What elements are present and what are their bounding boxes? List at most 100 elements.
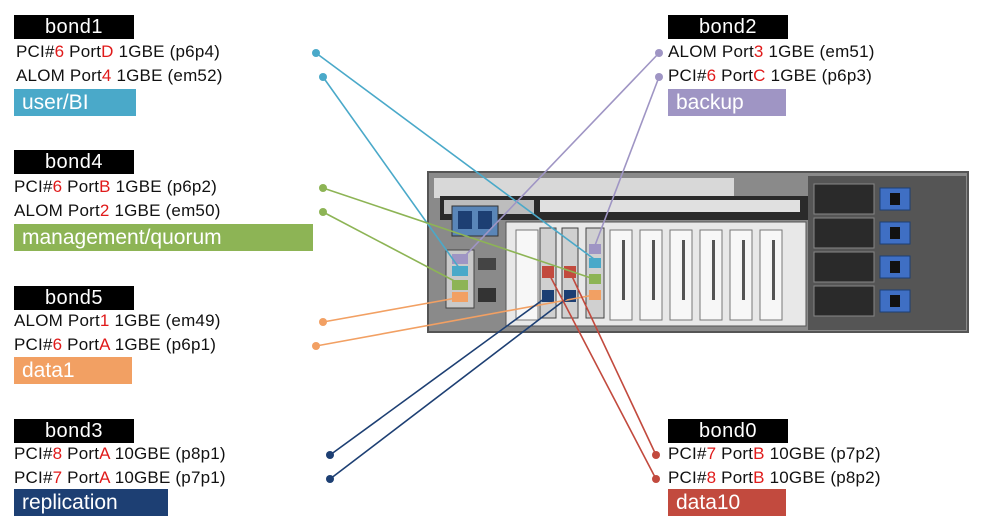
port-text-pre: ALOM Port [668,42,754,61]
port-text-n1: 2 [99,201,110,220]
bond5-wire-dot-1 [319,318,327,326]
bond4-wire-2 [322,211,463,286]
port-text-n2: B [753,468,765,487]
bond1-title: bond1 [14,15,134,39]
bond0-wire-dot-1 [652,451,660,459]
bond5-wire-1 [322,296,463,323]
port-text-n1: 8 [706,468,717,487]
port-text-post: 1GBE (em49) [109,311,221,330]
bond5-wire-2 [315,294,595,347]
bond2-port-2: PCI#6 PortC 1GBE (p6p3) [668,66,872,86]
bond3-wire-dot-2 [326,475,334,483]
bond3-wire-2 [329,295,571,480]
port-text-n2: A [99,468,110,487]
port-text-n1: 6 [706,66,717,85]
port-text-pre: ALOM Port [14,201,100,220]
bond1-port-1: PCI#6 PortD 1GBE (p6p4) [16,42,220,62]
bond0-wire-1 [569,271,657,456]
port-text-n1: 1 [99,311,110,330]
bond2-title: bond2 [668,15,788,39]
port-text-mid: Port [716,468,754,487]
port-text-n1: 4 [101,66,112,85]
vga-serial-ports [451,205,499,237]
bond3-title: bond3 [14,419,134,443]
bond3-role-badge: replication [14,489,168,516]
port-text-pre: ALOM Port [14,311,100,330]
port-text-post: 1GBE (em51) [763,42,875,61]
bond5-wire-dot-2 [312,342,320,350]
port-text-pre: PCI# [668,444,707,463]
port-text-n2: B [753,444,765,463]
port-text-n2: A [99,444,110,463]
port-text-n1: 8 [52,444,63,463]
port-text-post: 1GBE (em50) [109,201,221,220]
bond4-port-2: ALOM Port2 1GBE (em50) [14,201,221,221]
port-text-post: 1GBE (p6p2) [110,177,218,196]
bond0-title: bond0 [668,419,788,443]
bond3-port-2: PCI#7 PortA 10GBE (p7p1) [14,468,226,488]
bond0-wire-2 [547,271,657,480]
bond2-wire-dot-2 [655,73,663,81]
port-text-mid: Port [716,444,754,463]
bond4-wire-dot-2 [319,208,327,216]
bond5-title: bond5 [14,286,134,310]
bond2-wire-dot-1 [655,49,663,57]
port-text-mid: Port [62,177,100,196]
port-text-pre: ALOM Port [16,66,102,85]
alom-ports [445,249,496,309]
port-text-pre: PCI# [668,66,707,85]
bond1-wire-2 [322,76,463,273]
port-text-post: 10GBE (p8p2) [764,468,881,487]
port-text-n2: B [99,177,111,196]
port-text-post: 10GBE (p8p1) [109,444,226,463]
bond2-port-1: ALOM Port3 1GBE (em51) [668,42,875,62]
port-text-n1: 6 [52,177,63,196]
port-text-n1: 7 [52,468,63,487]
port-text-mid: Port [62,468,100,487]
bond2-wire-1 [461,52,660,260]
bond3-wire-dot-1 [326,451,334,459]
port-text-n2: D [101,42,114,61]
port-text-post: 10GBE (p7p2) [764,444,881,463]
bond4-role-badge: management/quorum [14,224,313,251]
bond2-wire-2 [593,76,660,249]
port-text-pre: PCI# [14,177,53,196]
bond1-wire-dot-2 [319,73,327,81]
port-text-pre: PCI# [668,468,707,487]
port-text-pre: PCI# [14,335,53,354]
bond5-role-badge: data1 [14,357,132,384]
port-text-post: 1GBE (p6p1) [109,335,217,354]
port-text-mid: Port [716,66,754,85]
port-text-mid: Port [64,42,102,61]
port-text-pre: PCI# [14,468,53,487]
bond2-role-badge: backup [668,89,786,116]
bond1-wire-1 [315,52,595,260]
port-text-post: 1GBE (em52) [111,66,223,85]
bond4-port-1: PCI#6 PortB 1GBE (p6p2) [14,177,217,197]
port-text-post: 1GBE (p6p4) [113,42,220,61]
port-text-n2: A [99,335,110,354]
port-text-n1: 6 [54,42,65,61]
bond4-title: bond4 [14,150,134,174]
bond4-wire-dot-1 [319,184,327,192]
bond3-wire-1 [329,295,549,456]
bond1-role-badge: user/BI [14,89,136,116]
port-text-post: 10GBE (p7p1) [109,468,226,487]
bond0-wire-dot-2 [652,475,660,483]
bond0-role-badge: data10 [668,489,786,516]
bond0-port-1: PCI#7 PortB 10GBE (p7p2) [668,444,881,464]
bond4-wire-1 [322,187,595,280]
port-text-pre: PCI# [14,444,53,463]
power-supplies [808,176,966,330]
bond1-wire-dot-1 [312,49,320,57]
port-text-mid: Port [62,444,100,463]
port-text-post: 1GBE (p6p3) [765,66,872,85]
bond1-port-2: ALOM Port4 1GBE (em52) [16,66,223,86]
port-text-n1: 6 [52,335,63,354]
port-text-n2: C [753,66,766,85]
port-text-n1: 7 [706,444,717,463]
port-text-n1: 3 [753,42,764,61]
bond3-port-1: PCI#8 PortA 10GBE (p8p1) [14,444,226,464]
